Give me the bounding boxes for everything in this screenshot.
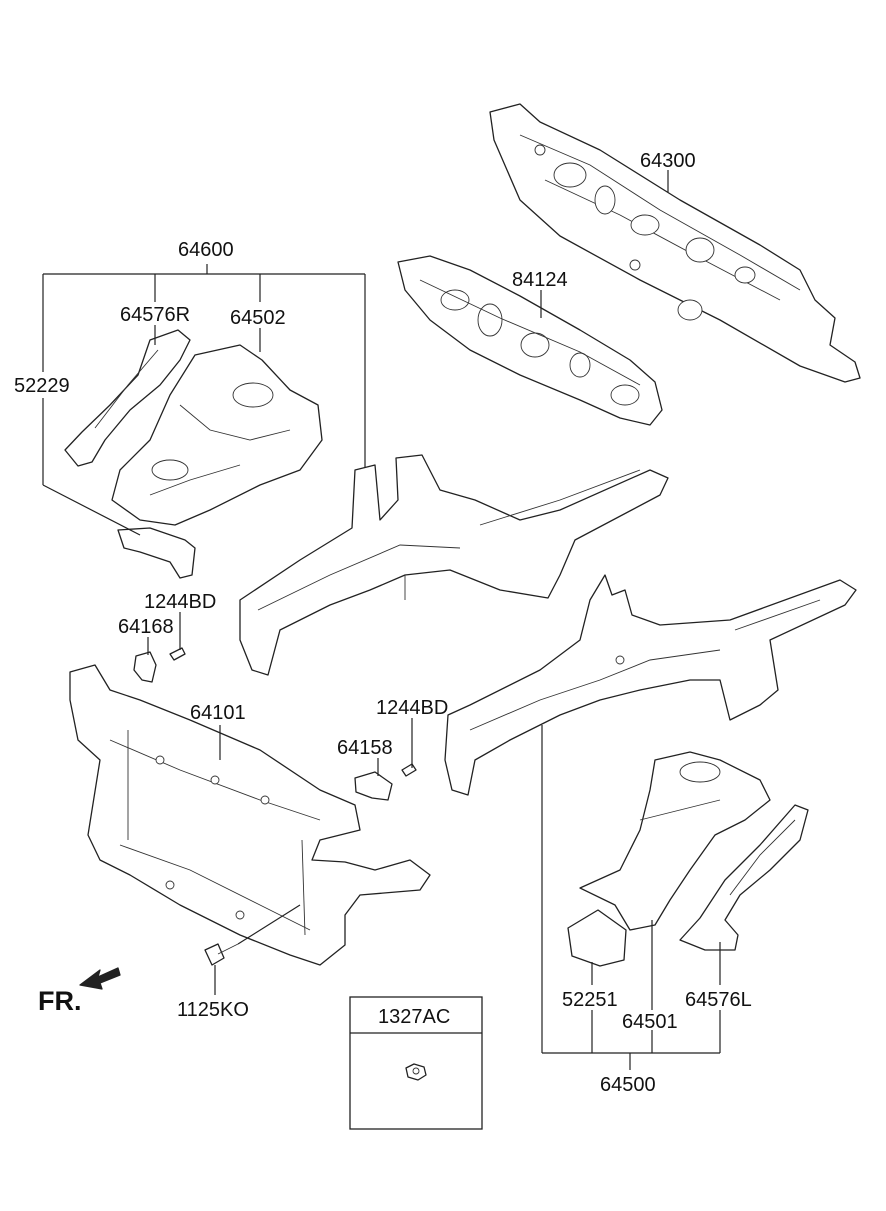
label-64101: 64101 [190,702,246,724]
label-64501: 64501 [622,1011,678,1033]
front-side-member-right[interactable] [444,574,857,796]
label-1327AC: 1327AC [378,1006,450,1028]
leader-lines [42,170,721,1070]
label-1244BD-upper: 1244BD [144,591,216,613]
bracket-64168[interactable] [133,651,157,683]
bracket-64158[interactable] [354,771,393,801]
label-52251: 52251 [562,989,618,1011]
dash-panel-64300[interactable] [489,103,861,383]
bolt-1244BD-upper[interactable] [169,647,186,661]
label-64502: 64502 [230,307,286,329]
label-64500: 64500 [600,1074,656,1096]
wheel-house-64502[interactable] [111,344,323,526]
front-panel-64101[interactable] [69,664,431,966]
bolt-1244BD-lower[interactable] [401,763,417,777]
front-side-member-left[interactable] [239,454,669,676]
label-1244BD-lower: 1244BD [376,697,448,719]
bolt-1125KO[interactable] [204,943,239,966]
bracket-52229[interactable] [117,527,196,579]
label-1125KO: 1125KO [177,999,249,1021]
label-84124: 84124 [512,269,568,291]
insulator-84124[interactable] [397,255,663,426]
inset-box-1327AC[interactable] [349,996,483,1130]
label-64576R: 64576R [120,304,190,326]
bracket-52251[interactable] [567,909,627,967]
fender-apron-64576L[interactable] [679,804,809,951]
label-64168: 64168 [118,616,174,638]
label-64576L: 64576L [685,989,752,1011]
front-direction-arrow-icon [79,967,121,990]
wheel-house-64501[interactable] [579,751,771,931]
label-64600: 64600 [178,239,234,261]
label-52229: 52229 [14,375,70,397]
nut-1327AC-icon [405,1063,427,1081]
label-front-direction: FR. [38,986,82,1016]
label-64158: 64158 [337,737,393,759]
label-64300: 64300 [640,150,696,172]
fender-apron-64576R[interactable] [64,329,191,467]
